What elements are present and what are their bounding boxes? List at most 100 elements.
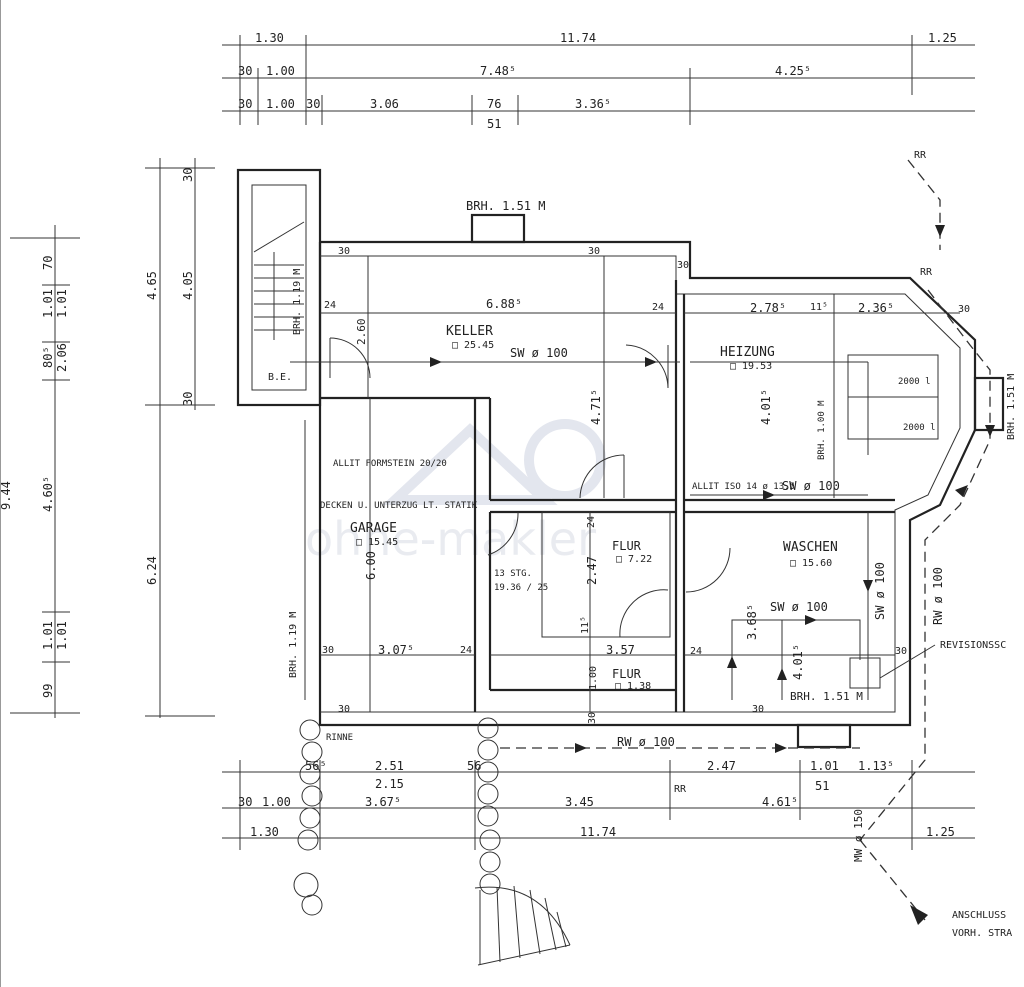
label-allit-iso: ALLIT ISO 14 ø 13.5 [692,482,795,492]
dim-top-5: 1.00 [266,64,295,78]
dim-flur-115: 11⁵ [580,616,591,634]
label-tank-2: 2000 l [903,423,936,433]
outdoor-plants [293,717,501,916]
label-be: B.E. [268,372,292,383]
dim-heizung-h: 4.01⁵ [759,389,773,425]
dim-keller-w: 6.88⁵ [486,297,522,311]
room-flur2-name: FLUR [612,667,642,681]
dim-flur-24: 24 [586,516,597,528]
dim-left-10: 99 [41,684,55,698]
dim-bottom-5: 1.01 [810,759,839,773]
dim-bottom-3: 56 [467,759,481,773]
dim-left-7: 4.60⁵ [41,476,55,512]
dim-keller-h: 4.71⁵ [589,389,603,425]
label-brh-waschen: BRH. 1.51 M [790,690,863,703]
label-sw-heizung: SW ø 100 [782,479,840,493]
dimensions-bottom: 56⁵ 2.51 56 2.47 1.01 1.13⁵ 2.15 51 30 1… [222,759,975,850]
dim-wasch-b: 4.01⁵ [791,644,805,680]
dim-flur-h: 2.47 [585,556,599,585]
room-flur2-area: □ 1.38 [615,681,651,692]
dim-bottom-4: 2.47 [707,759,736,773]
dim-bottom-10: 1.00 [262,795,291,809]
dim-left-14: 30 [181,392,195,406]
dim-top-3: 1.25 [928,31,957,45]
label-brh-right: BRH. 1.51 M [1006,374,1017,440]
dim-flur-100: 1.00 [588,666,599,690]
dim-flur-w: 3.57 [606,643,635,657]
label-rw-right: RW ø 100 [931,567,945,625]
stair-treads [253,221,305,340]
dim-left-6: 9.44 [0,481,13,510]
dim-heizung-30: 30 [958,304,970,315]
dim-30b: 30 [588,246,600,257]
annotations: BRH. 1.51 M BRH. 1.19 M B.E. SW ø 100 AL… [268,150,1017,939]
room-waschen-name: WASCHEN [783,540,838,555]
dim-top-1: 1.30 [255,31,284,45]
dim-left-12: 4.65 [145,271,159,300]
label-brh-stair: BRH. 1.19 M [292,269,303,335]
dim-garage-bottom-30: 30 [338,704,350,715]
interior-dimensions: 6.88⁵ 4.71⁵ 2.60 30 30 30 24 24 2.78⁵ 11… [320,246,970,724]
dim-24b: 24 [652,302,664,313]
room-flur1-area: □ 7.22 [616,554,652,565]
dim-heizung-w2: 2.36⁵ [858,301,894,315]
drain-lines [500,159,995,925]
doors [329,337,731,638]
dim-wasch-24: 24 [690,646,702,657]
dim-24a: 24 [324,300,336,311]
dim-left-15: 6.24 [145,556,159,585]
room-waschen-area: □ 15.60 [790,558,832,569]
walls [236,168,1005,749]
label-brh-top: BRH. 1.51 M [466,199,545,213]
label-brh-garage: BRH. 1.19 M [288,612,299,678]
oil-tank-1 [847,354,939,398]
dim-bottom-8: 51 [815,779,829,793]
dim-left-11: 30 [181,168,195,182]
dim-garage-30: 30 [322,645,334,656]
label-mw: MW ø 150 [852,809,865,862]
dim-top-2: 11.74 [560,31,596,45]
room-keller-area: □ 25.45 [452,340,494,351]
dim-top-11: 3.06 [370,97,399,111]
dim-bottom-9: 30 [238,795,252,809]
dim-wasch-30: 30 [895,646,907,657]
dim-top-4: 30 [238,64,252,78]
label-unterzug: DECKEN U. UNTERZUG LT. STATIK [320,501,478,511]
dim-wasch-30b: 30 [752,704,764,715]
dim-top-6: 7.48⁵ [480,64,516,78]
label-stair-ratio: 19.36 / 25 [494,583,548,593]
label-anschluss-2: VORH. STRA [952,928,1012,939]
label-sw-keller: SW ø 100 [510,346,568,360]
room-flur1-name: FLUR [612,539,642,553]
dim-bottom-6: 1.13⁵ [858,759,894,773]
dim-left-5: 2.06 [55,343,69,372]
dim-top-9: 1.00 [266,97,295,111]
label-rr-mid: RR [920,267,933,278]
dim-left-8: 1.01 [41,621,55,650]
pipes [290,357,881,700]
label-anschluss-1: ANSCHLUSS [952,910,1006,921]
dim-bottom-16: 1.25 [926,825,955,839]
oil-tank-2 [847,396,939,440]
dim-garage-24: 24 [460,645,472,656]
room-garage-name: GARAGE [350,521,397,536]
dim-heizung-115: 11⁵ [810,302,828,313]
room-heizung-name: HEIZUNG [720,345,775,360]
label-rinne: RINNE [326,733,353,743]
dim-left-9: 1.01 [55,621,69,650]
dim-bottom-15: 11.74 [580,825,616,839]
dim-bottom-11: 3.67⁵ [365,795,401,809]
dim-wasch-a: 3.68⁵ [745,604,759,640]
label-rr-top: RR [914,150,927,161]
dim-top-14: 51 [487,117,501,131]
dim-bottom-7: 2.15 [375,777,404,791]
watermark-text: ohne-makler [305,512,596,566]
dim-left-13: 4.05 [181,271,195,300]
dimensions-left: 70 1.01 1.01 80⁵ 2.06 9.44 4.60⁵ 1.01 1.… [0,0,215,987]
dim-top-7: 4.25⁵ [775,64,811,78]
dim-30a: 30 [338,246,350,257]
dim-30c: 30 [677,260,689,271]
dim-left-3: 1.01 [55,289,69,318]
dim-top-13: 3.36⁵ [575,97,611,111]
